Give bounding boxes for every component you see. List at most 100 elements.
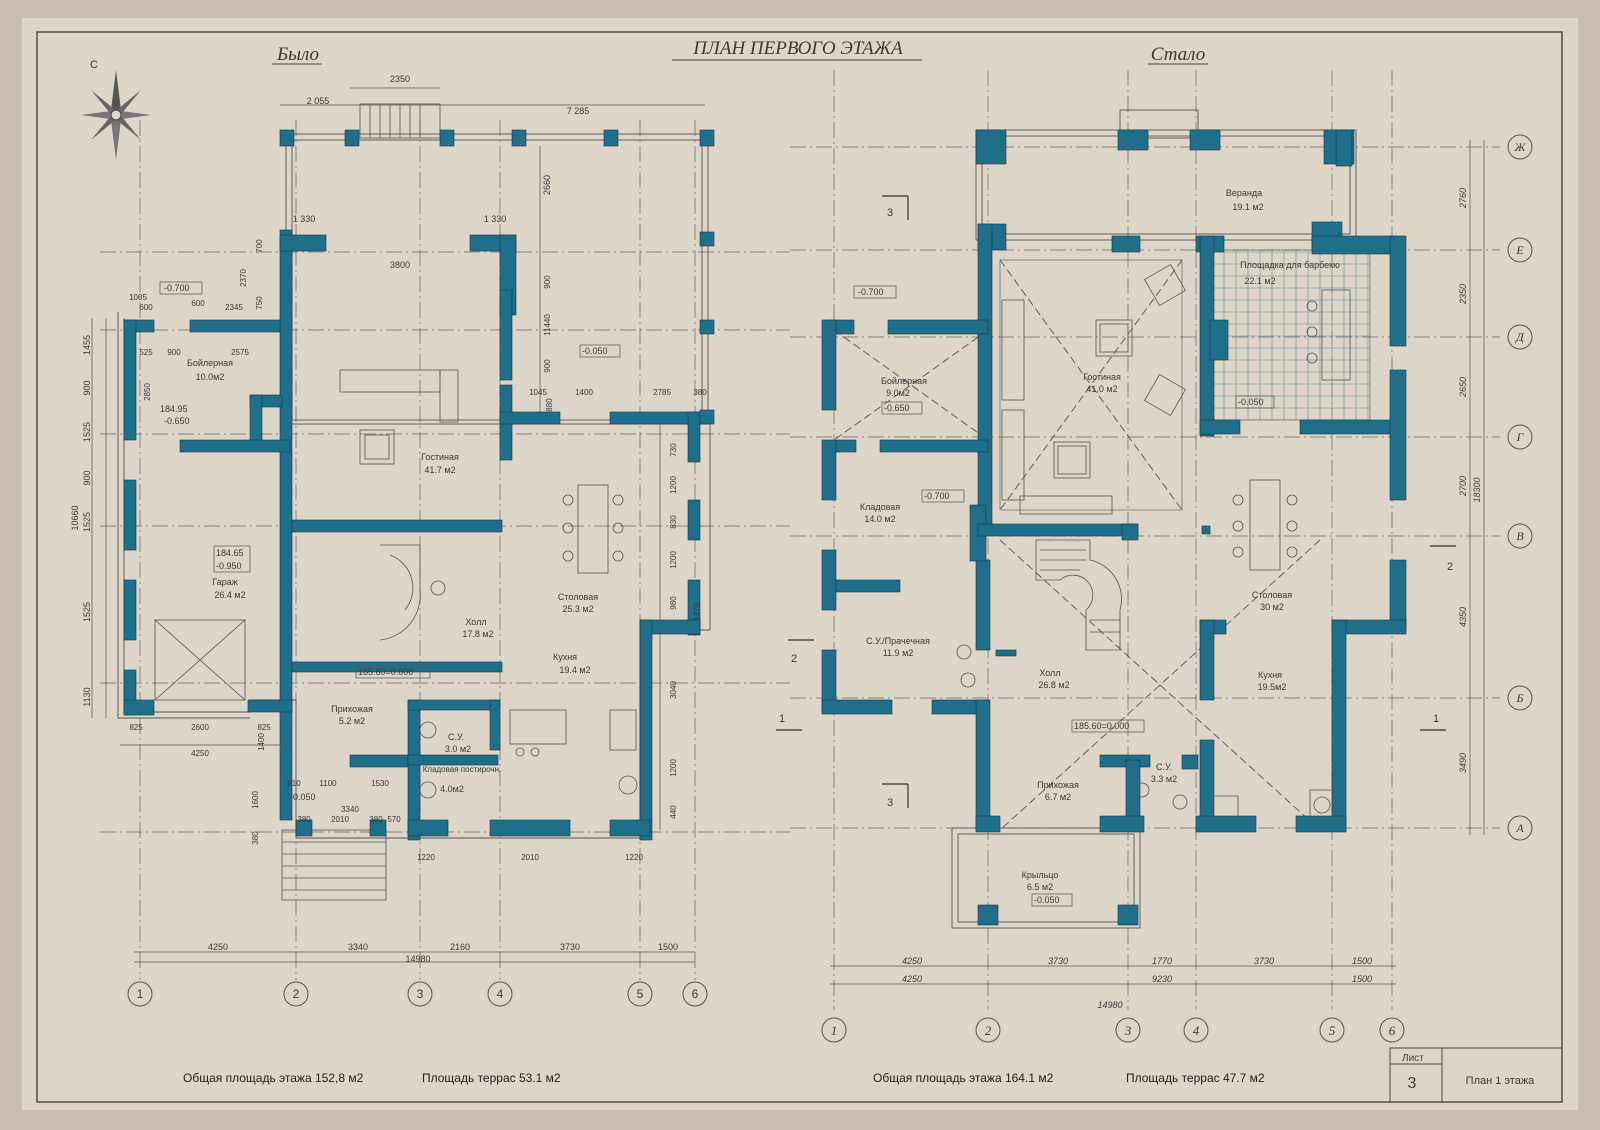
level-mark: -0.650 bbox=[884, 403, 910, 413]
dim-label: 1600 bbox=[251, 791, 260, 809]
dim-label: 1470 bbox=[693, 603, 702, 621]
room-area-dining: 25.3 м2 bbox=[562, 604, 593, 614]
sheet-title: ПЛАН ПЕРВОГО ЭТАЖА bbox=[692, 38, 903, 59]
room-area-hall: 26.8 м2 bbox=[1038, 680, 1069, 690]
compass-label: С bbox=[90, 59, 98, 71]
dim-label: 380 bbox=[369, 815, 383, 824]
dim-label: 1770 bbox=[1152, 956, 1172, 966]
dim-label: 980 bbox=[669, 596, 678, 610]
level-mark: -0.050 bbox=[1034, 895, 1060, 905]
after-dimensions: 4250 3730 1770 3730 1500 4250 9230 1500 … bbox=[902, 188, 1482, 1010]
dim-label: 2010 bbox=[521, 853, 539, 862]
dim-label: 1130 bbox=[82, 687, 92, 706]
dim-label: 9230 bbox=[1152, 974, 1172, 984]
room-area-garage: 26.4 м2 bbox=[214, 590, 245, 600]
dim-label: 1400 bbox=[575, 388, 593, 397]
room-name-wc: С.У. bbox=[1156, 762, 1172, 772]
dim-label: 1530 bbox=[371, 779, 389, 788]
axis-label: 1 bbox=[137, 987, 144, 1001]
axis-label: 1 bbox=[831, 1023, 838, 1038]
dim-label: 2700 bbox=[1458, 476, 1468, 497]
room-area-wc: 3.0 м2 bbox=[445, 744, 471, 754]
dim-total: 18300 bbox=[1472, 477, 1482, 502]
dim-label: 1 330 bbox=[293, 214, 316, 224]
after-level-marks: -0.700 -0.650 -0.700 -0.050 185.60=0.000… bbox=[853, 285, 1275, 907]
after-grid-lines bbox=[790, 70, 1500, 1010]
after-terrace-area: Площадь террас 47.7 м2 bbox=[1126, 1071, 1265, 1085]
dim-label: 900 bbox=[82, 470, 92, 485]
dim-label: 2370 bbox=[239, 269, 248, 287]
room-name-dining: Столовая bbox=[558, 592, 598, 602]
room-area-entry: 5.2 м2 bbox=[339, 716, 365, 726]
dim-label: 3340 bbox=[348, 942, 368, 952]
after-axis-bubbles: 1 2 3 4 5 6 bbox=[821, 1017, 1405, 1043]
dim-label: 4250 bbox=[902, 956, 922, 966]
room-area-storage: 14.0 м2 bbox=[864, 514, 895, 524]
room-name-laundry: Кладовая постирочн. bbox=[423, 765, 502, 774]
dim-label: 4250 bbox=[902, 974, 922, 984]
dim-label: 1045 bbox=[529, 388, 547, 397]
level-mark: 184.95 bbox=[160, 404, 188, 414]
dim-label: 2160 bbox=[450, 942, 470, 952]
level-mark: 185.60=0.000 bbox=[1074, 721, 1129, 731]
dim-label: 900 bbox=[82, 380, 92, 395]
dim-label: 1220 bbox=[417, 853, 435, 862]
bbq-tile-area bbox=[1209, 249, 1371, 421]
title-block bbox=[1389, 1047, 1563, 1103]
dim-label: 1200 bbox=[669, 476, 678, 494]
before-axis-bubbles: 1 2 3 4 5 6 bbox=[127, 981, 708, 1007]
after-section-marks bbox=[776, 195, 1456, 808]
after-stair bbox=[1035, 539, 1122, 651]
level-mark: -0.050 bbox=[1238, 397, 1264, 407]
room-name-entry: Прихожая bbox=[331, 704, 373, 714]
dim-label: 1455 bbox=[82, 335, 92, 355]
room-area-laundry: 4.0м2 bbox=[440, 784, 464, 794]
room-area-boiler: 10.0м2 bbox=[196, 372, 225, 382]
room-name-kitchen: Кухня bbox=[1258, 670, 1282, 680]
before-dimension-lines bbox=[91, 87, 705, 963]
after-room-labels: Веранда 19.1 м2 Площадка для барбекю 22.… bbox=[860, 188, 1340, 892]
level-mark: 184.65 bbox=[216, 548, 244, 558]
level-mark: 185.60=0.000 bbox=[358, 667, 413, 677]
before-furniture bbox=[339, 369, 638, 799]
room-name-boiler: Бойлерная bbox=[187, 358, 233, 368]
before-dimensions-misc: 1005 600 600 2345 525 900 2575 2850 825 … bbox=[129, 239, 707, 862]
stamp-sheet-number: 3 bbox=[1408, 1075, 1417, 1092]
dim-label: 1500 bbox=[1352, 956, 1372, 966]
room-name-dining: Столовая bbox=[1252, 590, 1292, 600]
row-axis-label: В bbox=[1516, 529, 1524, 543]
room-area-living: 41,0 м2 bbox=[1086, 384, 1117, 394]
room-name-living: Гостиная bbox=[421, 452, 459, 462]
dim-label: 2650 bbox=[1458, 377, 1468, 398]
room-name-wc-laundry: С.У./Прачечная bbox=[866, 636, 930, 646]
before-heading: Было bbox=[276, 44, 319, 65]
axis-label: 2 bbox=[985, 1023, 992, 1038]
section-mark-label: 2 bbox=[1447, 561, 1453, 573]
dim-label: 2850 bbox=[143, 383, 152, 401]
level-mark: -0.650 bbox=[164, 416, 190, 426]
room-area-kitchen: 19.4 м2 bbox=[559, 665, 590, 675]
room-area-wc-laundry: 11.9 м2 bbox=[883, 648, 914, 658]
section-mark-label: 2 bbox=[791, 653, 797, 665]
after-outline bbox=[833, 109, 1357, 929]
paper bbox=[22, 18, 1578, 1110]
before-bottom-steps bbox=[281, 829, 387, 901]
dim-label: 900 bbox=[543, 359, 552, 373]
dim-label: 2785 bbox=[653, 388, 671, 397]
dim-label: 880 bbox=[545, 398, 554, 412]
level-mark: -0.050 bbox=[582, 346, 608, 356]
dim-label: 810 bbox=[287, 779, 301, 788]
before-terrace-area: Площадь террас 53.1 м2 bbox=[422, 1071, 561, 1085]
room-name-veranda: Веранда bbox=[1226, 188, 1262, 198]
before-level-marks: -0.700 184.95 -0.650 184.65 -0.950 -0.05… bbox=[159, 281, 621, 802]
level-mark: -0.700 bbox=[924, 491, 950, 501]
before-spiral-stair bbox=[379, 544, 446, 641]
dim-label: 2010 bbox=[331, 815, 349, 824]
after-walls bbox=[821, 129, 1407, 926]
dim-label: 525 bbox=[139, 348, 153, 357]
row-axis-label: Д bbox=[1515, 330, 1525, 344]
dim-label: 2350 bbox=[1458, 284, 1468, 305]
dim-label: 1525 bbox=[82, 422, 92, 442]
dim-label: 730 bbox=[669, 443, 678, 457]
dim-label: 380 bbox=[251, 831, 260, 845]
